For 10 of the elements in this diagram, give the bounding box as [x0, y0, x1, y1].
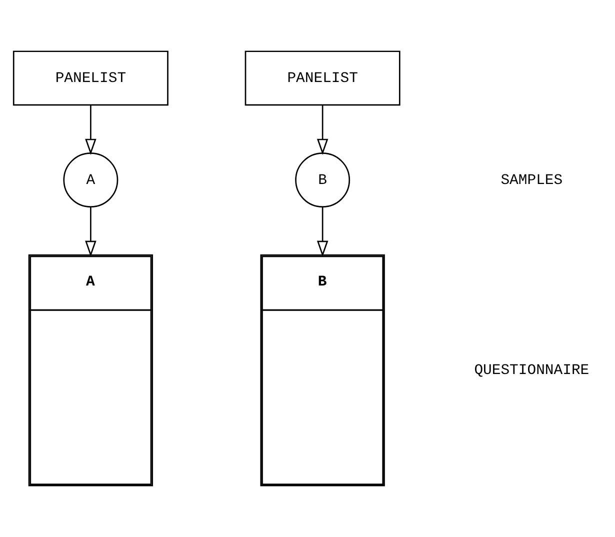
node-circle: B [295, 152, 350, 208]
arrow [85, 207, 96, 257]
node-box: PANELIST [244, 50, 400, 106]
arrow [85, 105, 96, 155]
node-box: PANELIST [12, 50, 168, 106]
arrow [316, 207, 328, 257]
arrow [316, 105, 328, 155]
node-circle: A [63, 152, 118, 208]
label: QUESTIONNAIRE [474, 363, 590, 380]
label: SAMPLES [500, 172, 563, 189]
